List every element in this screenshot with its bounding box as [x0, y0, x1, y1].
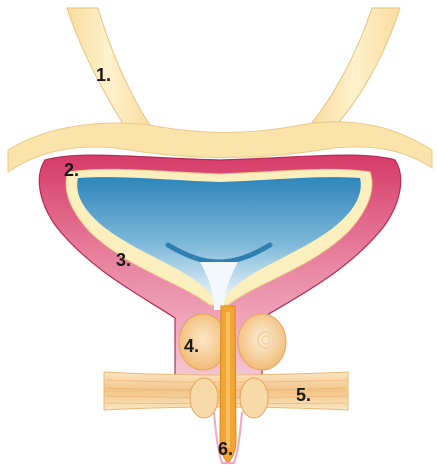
sphincter-left: [190, 378, 218, 418]
label-1: 1.: [96, 66, 111, 84]
label-3: 3.: [116, 251, 131, 269]
sphincter-right: [240, 378, 268, 418]
label-5: 5.: [296, 386, 311, 404]
label-4: 4.: [184, 337, 199, 355]
label-6: 6.: [218, 440, 233, 458]
right-ureter: [310, 8, 400, 132]
label-2: 2.: [64, 161, 79, 179]
